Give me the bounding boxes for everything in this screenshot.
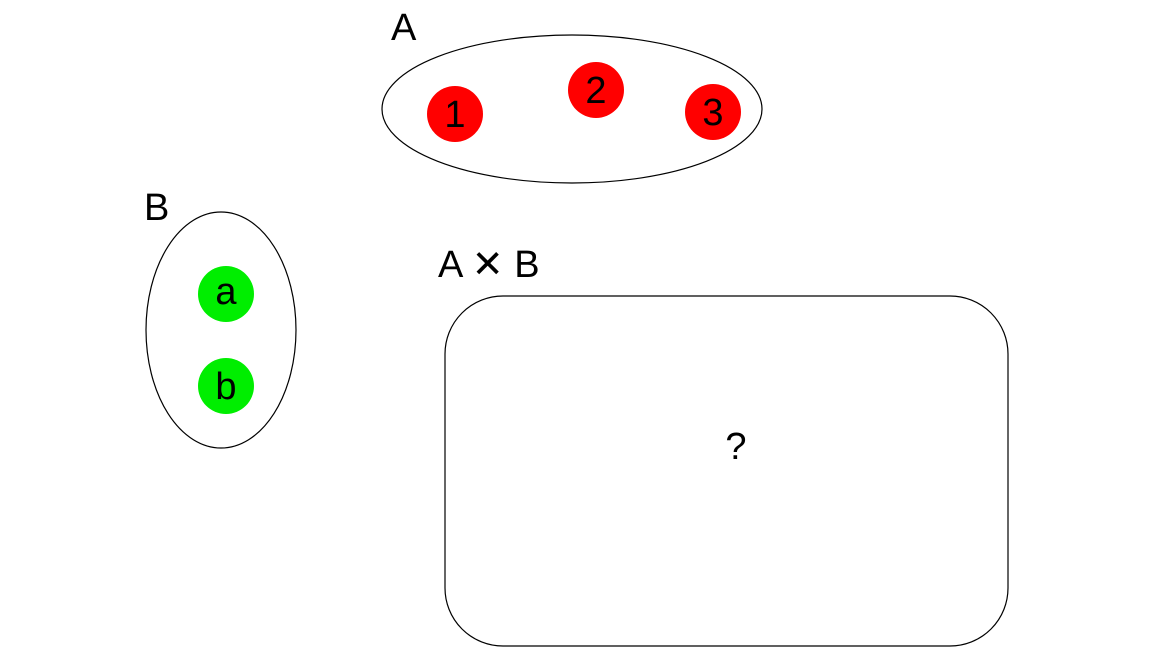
set-b-outline [145, 211, 297, 449]
product-label: A ✕ B [438, 244, 540, 286]
set-a-label: A [391, 7, 417, 49]
set-a-element-label: 1 [444, 94, 465, 136]
set-a-element: 3 [685, 84, 741, 140]
product-set: A ✕ B ? [438, 244, 1009, 647]
set-b-element-label: a [215, 271, 237, 313]
product-unknown-mark: ? [725, 426, 746, 468]
set-b-element-dot [198, 358, 254, 414]
set-a-element-dot [568, 62, 624, 118]
set-a: A 1 2 3 [381, 7, 763, 184]
set-a-element-dot [427, 86, 483, 142]
set-a-element-dot [685, 84, 741, 140]
set-b: B a b [144, 187, 297, 449]
set-a-element-label: 3 [702, 92, 723, 134]
set-a-element: 2 [568, 62, 624, 118]
set-b-element-dot [198, 266, 254, 322]
set-b-element-label: b [215, 366, 236, 408]
product-box [444, 295, 1009, 647]
set-b-element: b [198, 358, 254, 414]
set-b-element: a [198, 266, 254, 322]
set-a-outline [381, 34, 763, 184]
set-a-element: 1 [427, 86, 483, 142]
set-b-label: B [144, 187, 169, 229]
set-a-element-label: 2 [585, 70, 606, 112]
